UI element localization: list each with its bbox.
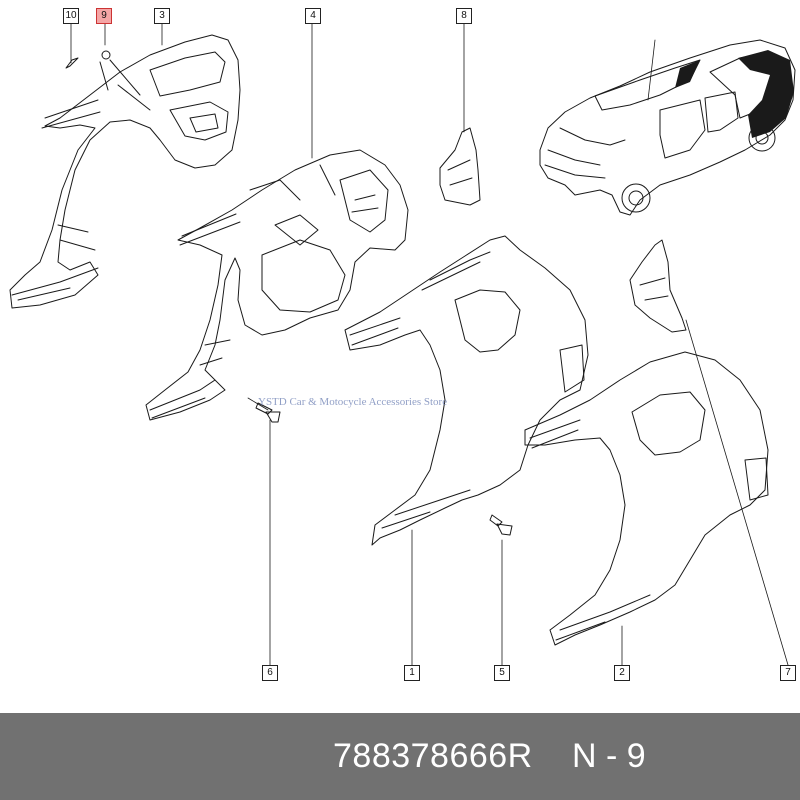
callout-1: 1 [404,665,420,681]
store-watermark: YSTD Car & Motocycle Accessories Store [258,396,448,408]
outer-side-panel-assembled [524,351,769,646]
callout-3: 3 [154,8,170,24]
callout-8: 8 [456,8,472,24]
callout-5: 5 [494,665,510,681]
leader-lines [70,23,789,666]
part-number-footer: 788378666R N - 9 [0,713,800,800]
part-number: 788378666R [333,737,533,775]
fastener-stud-6 [255,402,281,423]
exploded-parts-diagram [9,23,796,666]
fastener-stud-5 [489,514,513,536]
rear-bracket-right [629,239,687,333]
rear-pillar-bracket [439,127,481,206]
reference-number: N - 9 [572,737,646,775]
callout-10: 10 [63,8,79,24]
callout-2: 2 [614,665,630,681]
callout-6: 6 [262,665,278,681]
car-highlighted-quarter [675,50,794,138]
outer-side-panel [344,235,589,546]
inner-wheelhouse-assembly [145,149,409,421]
callout-7: 7 [780,665,796,681]
callout-4: 4 [305,8,321,24]
callout-9: 9 [96,8,112,24]
inner-quarter-panel-left [9,34,241,309]
